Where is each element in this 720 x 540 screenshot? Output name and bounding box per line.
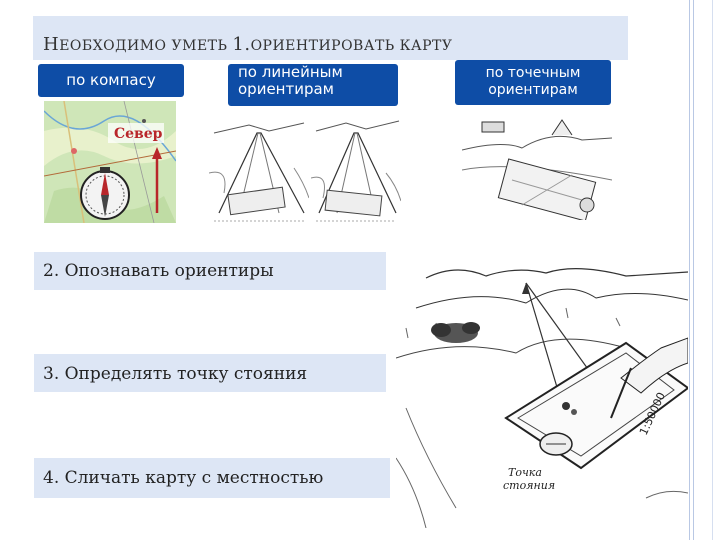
svg-text:стояния: стояния: [503, 479, 555, 492]
road-sketch-image-1: [209, 113, 309, 229]
terrain-map-orientation-illustration: 1:50000 Точка стояния: [396, 258, 688, 528]
frame-line: [712, 0, 713, 540]
svg-text:Север: Север: [114, 126, 163, 142]
map-with-compass-image: Север: [44, 101, 176, 223]
compass-icon: [540, 433, 572, 455]
frame-line: [689, 0, 690, 540]
skill-item-determine-position: 3. Определять точку стояния: [34, 354, 386, 392]
point-landmarks-tag: по точечным ориентирам: [455, 60, 611, 105]
compass-method-tag: по компасу: [38, 64, 184, 97]
north-label: Север: [108, 123, 164, 143]
frame-line: [693, 0, 694, 540]
svg-text:Точка: Точка: [508, 466, 542, 479]
linear-landmarks-tag: по линейным ориентирам: [228, 64, 398, 106]
slide-title: НЕОБХОДИМО УМЕТЬ 1.ОРИЕНТИРОВАТЬ КАРТУ: [43, 34, 452, 55]
point-landmark-sketch-image: [462, 110, 612, 220]
skill-item-compare-map: 4. Сличать карту с местностью: [34, 458, 390, 498]
road-sketch-image-2: [311, 113, 401, 229]
skill-item-identify-landmarks: 2. Опознавать ориентиры: [34, 252, 386, 290]
